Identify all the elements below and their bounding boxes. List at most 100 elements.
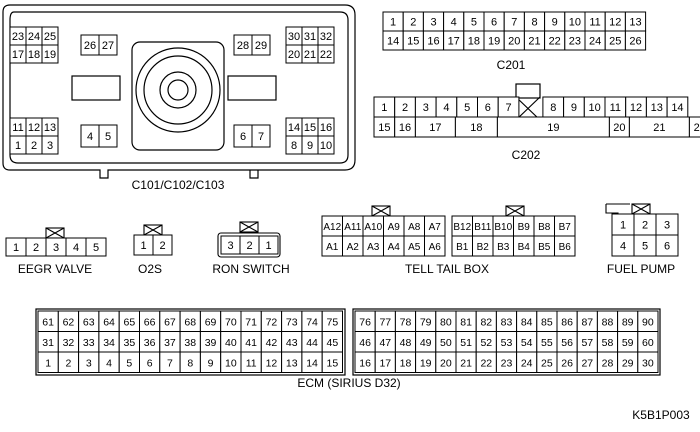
eegr-pin-2: 2 [33, 242, 39, 254]
ecm-left-pin-40: 40 [225, 337, 237, 349]
c202-pin-16: 16 [399, 122, 411, 134]
tell-right-pin-b9: B9 [518, 222, 531, 233]
ecm-right-pin-90: 90 [642, 316, 654, 328]
c201-pin-21: 21 [528, 36, 540, 48]
c202-pin-21: 21 [653, 122, 665, 134]
tell-right-pin-b4: B4 [518, 242, 531, 253]
ecm-left-pin-64: 64 [103, 316, 115, 328]
tell-left-pin-a8: A8 [408, 222, 421, 233]
ecm-right-pin-23: 23 [501, 357, 513, 369]
c202-pin-14: 14 [671, 102, 683, 114]
ecm-left-pin-42: 42 [266, 337, 278, 349]
ecm-left-pin-6: 6 [147, 357, 153, 369]
ecm-right-pin-46: 46 [359, 337, 371, 349]
ecm-right-pin-89: 89 [622, 316, 634, 328]
ecm-right-pin-87: 87 [581, 316, 593, 328]
tell-right-pin-b6: B6 [559, 242, 572, 253]
ecm-left-pin-63: 63 [83, 316, 95, 328]
c201-pin-13: 13 [629, 17, 641, 29]
ecm-left-pin-32: 32 [63, 337, 75, 349]
c201-pin-9: 9 [552, 17, 558, 29]
ecm-right-pin-78: 78 [400, 316, 412, 328]
ecm-left-pin-41: 41 [245, 337, 257, 349]
c202-pin-13: 13 [651, 102, 663, 114]
ecm-right-pin-51: 51 [460, 337, 472, 349]
c101-pin-15: 15 [304, 122, 316, 134]
c201-pin-7: 7 [511, 17, 517, 29]
tell-right-pin-b5: B5 [538, 242, 551, 253]
c101-pin-5-cell [98, 124, 118, 148]
tell-left-pin-a7: A7 [429, 222, 442, 233]
ecm-right-pin-57: 57 [581, 337, 593, 349]
label-ecm: ECM (SIRIUS D32) [297, 376, 401, 390]
label-c201: C201 [496, 58, 526, 72]
c201-pin-23: 23 [569, 36, 581, 48]
ecm-left-pin-37: 37 [164, 337, 176, 349]
label-o2s: O2S [137, 262, 163, 276]
ecm-left-pin-72: 72 [266, 316, 278, 328]
ecm-left-pin-43: 43 [286, 337, 298, 349]
c101-pin-7: 7 [258, 131, 264, 143]
ron-pin-1: 1 [265, 240, 271, 252]
ecm-right-pin-83: 83 [501, 316, 513, 328]
tell-right-pin-b1: B1 [456, 242, 469, 253]
ecm-left-pin-34: 34 [103, 337, 115, 349]
ecm-left-pin-66: 66 [144, 316, 156, 328]
c101-pin-31: 31 [304, 31, 316, 43]
ron-pin-1-cell [258, 235, 279, 255]
ecm-right-pin-28: 28 [602, 357, 614, 369]
c101-pin-10-cell [317, 135, 335, 155]
c201-pin-4: 4 [451, 17, 457, 29]
c101-pin-24: 24 [28, 31, 40, 43]
ecm-left-pin-15: 15 [327, 357, 339, 369]
c201-pin-20: 20 [508, 36, 520, 48]
c101-slot-left [71, 75, 121, 101]
fuel-pin-6-cell [655, 234, 679, 257]
c101-center-ring-inner [159, 71, 197, 109]
ecm-left-pin-75: 75 [327, 316, 339, 328]
eegr-pin-5: 5 [93, 242, 99, 254]
tell-left-pin-a3: A3 [367, 242, 380, 253]
o2s-pin-2-cell [152, 234, 173, 256]
c101-pin-30: 30 [288, 31, 300, 43]
c201-pin-1: 1 [390, 17, 396, 29]
tell-left-pin-a6: A6 [429, 242, 442, 253]
ecm-right-pin-59: 59 [622, 337, 634, 349]
ecm-left-pin-8: 8 [187, 357, 193, 369]
c101-housing [2, 4, 356, 179]
eegr-pin-5-cell [85, 237, 107, 257]
ecm-right-pin-50: 50 [440, 337, 452, 349]
tell-right-pin-b2: B2 [477, 242, 490, 253]
ecm-right-pin-56: 56 [561, 337, 573, 349]
c101-pin-23: 23 [12, 31, 24, 43]
c202-pin-4: 4 [443, 102, 449, 114]
label-fuel-pump: FUEL PUMP [606, 262, 676, 276]
tell-left-pin-a9: A9 [388, 222, 401, 233]
c101-center-ring-outer [135, 47, 221, 133]
tell-left-pin-a2: A2 [347, 242, 360, 253]
ecm-right-pin-48: 48 [400, 337, 412, 349]
ecm-right-pin-16: 16 [359, 357, 371, 369]
ecm-right-pin-82: 82 [480, 316, 492, 328]
ecm-right-pin-30-cell [637, 351, 659, 373]
c202-pin-10: 10 [589, 102, 601, 114]
ron-pin-3: 3 [227, 240, 233, 252]
ecm-left-pin-36: 36 [144, 337, 156, 349]
ecm-left-pin-12: 12 [266, 357, 278, 369]
o2s-pin-2: 2 [159, 240, 165, 252]
c201-pin-8: 8 [531, 17, 537, 29]
c101-pin-25: 25 [44, 31, 56, 43]
ecm-left-pin-67: 67 [164, 316, 176, 328]
c101-pin-26: 26 [84, 40, 96, 52]
c201-pin-19: 19 [488, 36, 500, 48]
c101-pin-2: 2 [31, 140, 37, 152]
ecm-right-pin-58: 58 [602, 337, 614, 349]
tell-left-pin-a12: A12 [323, 222, 341, 233]
ecm-right-pin-29: 29 [622, 357, 634, 369]
c202-pin-11: 11 [610, 102, 621, 114]
ecm-left-pin-33: 33 [83, 337, 95, 349]
tell-right-pin-b6-cell [554, 235, 576, 257]
c101-pin-1: 1 [15, 140, 21, 152]
